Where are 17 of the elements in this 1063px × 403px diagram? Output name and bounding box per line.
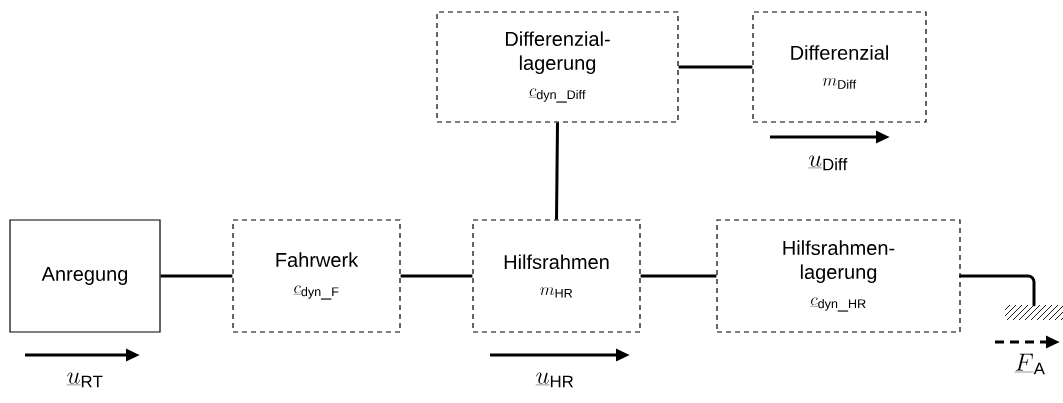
connection-line	[160, 274, 233, 278]
connection-line	[555, 122, 559, 220]
component-box: Differenzial- lagerung $\underline{c}_{\mathrm{dyn\_Diff}}$	[436, 11, 679, 123]
component-box: Hilfsrahmen- lagerung $\underline{c}_{\mathrm{dyn\_HR}}$	[716, 219, 961, 333]
component-box: Fahrwerk $\underline{c}_{\mathrm{dyn\_F}}$	[232, 219, 401, 333]
connection-line	[678, 65, 753, 69]
component-box: Hilfsrahmen $m_{\mathrm{HR}}$	[472, 219, 641, 333]
variable-label: $\underline{u}_{\mathrm{Diff}}$	[808, 155, 848, 171]
variable-label: $\underline{u}_{\mathrm{HR}}$	[535, 372, 574, 388]
connection-line	[959, 274, 1036, 307]
excitation-box: Anregung	[9, 219, 161, 333]
connection-line	[640, 274, 717, 278]
connection-line	[400, 274, 473, 278]
variable-label: $\underline{u}_{\mathrm{RT}}$	[66, 372, 103, 388]
ground-symbol	[1005, 305, 1063, 320]
variable-label: $\underline{F}_{\mathrm{A}}$	[1014, 353, 1045, 375]
component-box: Differenzial $m_{\mathrm{Diff}}$	[752, 11, 927, 123]
